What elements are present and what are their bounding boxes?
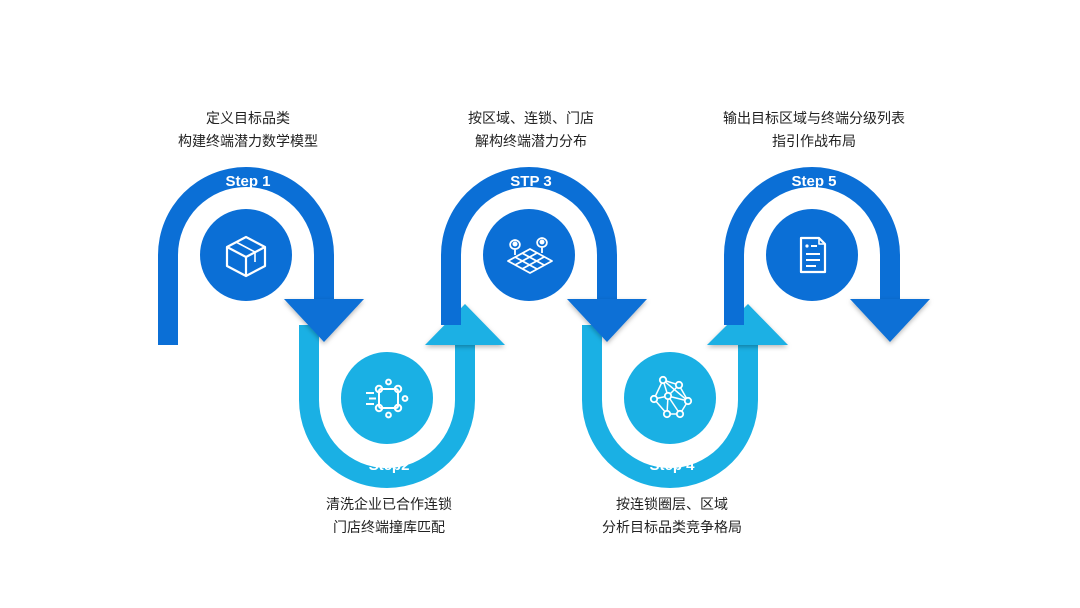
- step1-caption: 定义目标品类 构建终端潜力数学模型: [88, 108, 408, 154]
- step2-caption-line2: 门店终端撞库匹配: [333, 520, 445, 536]
- map-pin-grid-icon: [507, 237, 553, 274]
- step5-caption-line2: 指引作战布局: [772, 134, 856, 150]
- step5-label: Step 5: [791, 173, 836, 190]
- document-list-icon: [799, 236, 827, 274]
- step2-arc: [299, 304, 505, 488]
- step3-icon-circle: [483, 209, 575, 301]
- step2-label: Step2: [369, 457, 410, 474]
- cube-icon: [225, 235, 267, 278]
- step1-icon-circle: [200, 209, 292, 301]
- step1-caption-line2: 构建终端潜力数学模型: [178, 134, 318, 150]
- step4-caption-line2: 分析目标品类竞争格局: [602, 520, 742, 536]
- step1-arrowhead-down: [284, 299, 364, 342]
- step5-arrowhead-down: [850, 299, 930, 342]
- step1-label: Step 1: [225, 173, 270, 190]
- step2-arrowhead-up: [425, 304, 505, 345]
- step4-caption: 按连锁圈层、区域 分析目标品类竞争格局: [512, 494, 832, 540]
- step4-arrowhead-up: [707, 304, 788, 345]
- step4-arc: [582, 304, 788, 488]
- step4-label: Step 4: [649, 457, 695, 474]
- step1-caption-line1: 定义目标品类: [206, 111, 290, 127]
- step1-arc: [158, 167, 364, 345]
- step3-arc: [441, 167, 647, 342]
- step3-caption-line1: 按区域、连锁、门店: [468, 111, 594, 127]
- step3-caption-line2: 解构终端潜力分布: [475, 134, 587, 150]
- step2-icon-circle: [341, 352, 433, 444]
- step3-label: STP 3: [510, 173, 551, 190]
- step2-caption: 清洗企业已合作连锁 门店终端撞库匹配: [229, 494, 549, 540]
- step5-arc: [724, 167, 930, 342]
- step3-caption: 按区域、连锁、门店 解构终端潜力分布: [371, 108, 691, 154]
- step5-caption-line1: 输出目标区域与终端分级列表: [723, 111, 905, 127]
- data-flow-icon: [366, 378, 409, 419]
- step4-caption-line1: 按连锁圈层、区域: [616, 497, 728, 513]
- step3-arrowhead-down: [567, 299, 647, 342]
- step5-caption: 输出目标区域与终端分级列表 指引作战布局: [654, 108, 974, 154]
- network-icon: [649, 375, 693, 419]
- step2-caption-line1: 清洗企业已合作连锁: [326, 497, 452, 513]
